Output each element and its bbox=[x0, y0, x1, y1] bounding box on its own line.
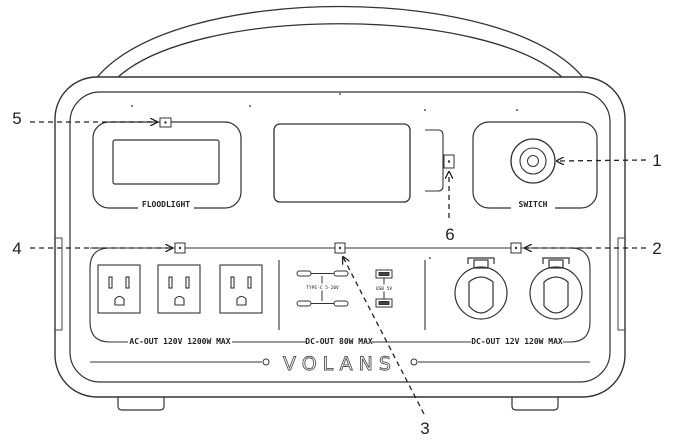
callout-1: 1 bbox=[652, 151, 661, 170]
car-socket bbox=[454, 257, 508, 320]
usb-c-ports bbox=[296, 270, 349, 307]
brand-strip: VOLANS bbox=[90, 353, 590, 375]
ac-outlet bbox=[97, 264, 141, 314]
usb-5v-label: USB 5V bbox=[376, 286, 393, 292]
power-switch bbox=[510, 138, 556, 184]
type-c-label: TYPE-C 5-20V bbox=[306, 285, 339, 291]
side-latches bbox=[55, 237, 625, 331]
callout-5: 5 bbox=[12, 109, 21, 128]
callout-leaders bbox=[30, 122, 647, 415]
carry-handle bbox=[94, 5, 586, 81]
display-bracket bbox=[425, 129, 444, 192]
car-sockets bbox=[454, 257, 583, 320]
floodlight-lens bbox=[112, 139, 220, 185]
callout-4: 4 bbox=[12, 239, 21, 258]
lcd-display bbox=[273, 123, 411, 203]
callout-6: 6 bbox=[445, 225, 454, 244]
brand-logo: VOLANS bbox=[283, 353, 397, 375]
switch-label: SWITCH bbox=[519, 200, 548, 209]
leader-1 bbox=[557, 160, 647, 161]
feet bbox=[117, 394, 559, 411]
panel-screw-dots bbox=[131, 93, 518, 111]
ac-outlets bbox=[97, 264, 263, 314]
floodlight-label: FLOODLIGHT bbox=[142, 200, 190, 209]
ac-out-label: AC-OUT 120V 1200W MAX bbox=[129, 337, 230, 346]
leader-3 bbox=[343, 257, 425, 415]
usb-a-ports bbox=[375, 269, 393, 308]
callout-2: 2 bbox=[652, 239, 661, 258]
ac-outlet bbox=[157, 264, 201, 314]
ac-outlet bbox=[219, 264, 263, 314]
dc-out-car-label: DC-OUT 12V 120W MAX bbox=[471, 337, 563, 346]
switch-module: SWITCH bbox=[472, 121, 598, 211]
car-socket bbox=[529, 257, 583, 320]
front-panel bbox=[69, 91, 611, 383]
callout-numbers: 1 2 3 4 5 6 bbox=[12, 109, 661, 438]
callout-3: 3 bbox=[420, 419, 429, 438]
dc-out-usb-label: DC-OUT 80W MAX bbox=[305, 337, 373, 346]
outer-body bbox=[54, 76, 626, 398]
